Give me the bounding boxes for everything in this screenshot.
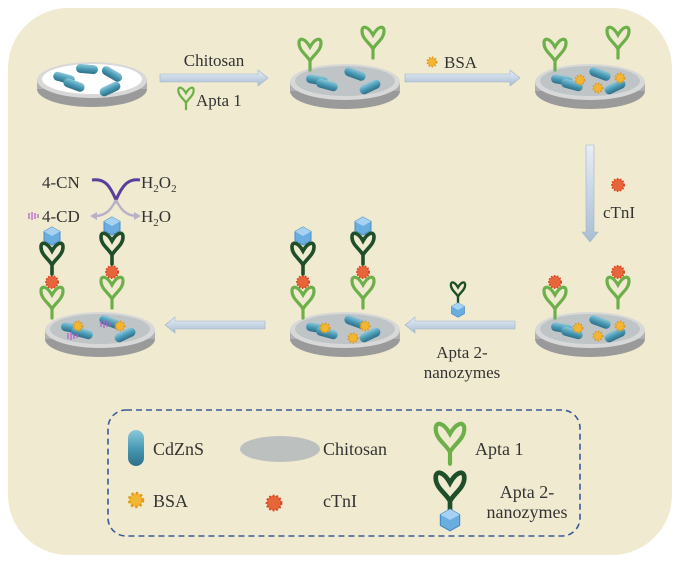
svg-text:cTnI: cTnI [323, 491, 357, 511]
legend-item-ctni: cTnI [265, 491, 357, 512]
label-h2o: H2O [141, 207, 171, 229]
label-apta2-line1: Apta 2- [436, 343, 488, 362]
ellipse-icon [240, 436, 320, 462]
bsa-icon [426, 56, 438, 68]
legend-item-bsa: BSA [127, 491, 188, 511]
rod-icon [128, 430, 144, 466]
label-h2o2: H2O2 [141, 173, 177, 195]
svg-text:nanozymes: nanozymes [487, 502, 568, 522]
svg-text:Chitosan: Chitosan [323, 439, 387, 459]
nanozyme-icon [439, 508, 461, 532]
legend-item-apta2-nanozymes: Apta 2- nanozymes [436, 473, 568, 532]
background-panel [8, 8, 672, 555]
arrow-step3 [581, 144, 599, 243]
legend-item-cdzns: CdZnS [128, 430, 204, 466]
label-chitosan: Chitosan [184, 51, 245, 70]
bsa-icon [127, 491, 145, 509]
svg-text:BSA: BSA [153, 491, 188, 511]
ctni-icon [611, 178, 625, 192]
label-bsa: BSA [444, 53, 478, 72]
electrode-bare [37, 62, 147, 107]
arrow-step4 [404, 316, 516, 334]
ctni-icon [265, 494, 283, 512]
legend: CdZnS Chitosan Apta 1 BSA cTnI Apta 2- n… [107, 409, 581, 537]
label-apta1: Apta 1 [196, 91, 242, 110]
label-apta2-line2: nanozymes [424, 363, 500, 382]
svg-text:Apta 2-: Apta 2- [500, 482, 554, 502]
legend-item-apta1: Apta 1 [436, 424, 524, 464]
arrow-step1 [159, 69, 269, 87]
reaction-scheme: 4-CN H2O2 4-CD H2O [28, 173, 177, 229]
svg-text:Apta 1: Apta 1 [475, 439, 524, 459]
label-4cd: 4-CD [42, 207, 80, 226]
arrow-step5 [164, 316, 266, 334]
label-4cn: 4-CN [42, 173, 80, 192]
arrow-step2 [404, 69, 521, 87]
nanozyme-icon [451, 302, 465, 318]
legend-item-chitosan: Chitosan [240, 436, 387, 462]
label-ctni: cTnI [603, 203, 635, 222]
svg-text:CdZnS: CdZnS [153, 439, 204, 459]
